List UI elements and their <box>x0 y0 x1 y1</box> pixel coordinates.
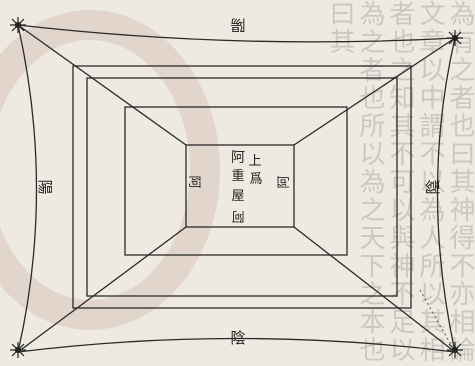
central-chamber <box>185 144 295 228</box>
label-center-left: 阿 <box>186 175 201 188</box>
label-center-top-mid: 上 <box>248 154 261 169</box>
ring-2 <box>72 65 412 309</box>
star-spark-icon <box>10 17 26 33</box>
star-spark-icon <box>447 30 463 46</box>
label-center-mid2: 重 <box>231 168 244 184</box>
rafter-tr <box>293 37 456 146</box>
label-center-right: 阿 <box>277 175 292 188</box>
rafter-bl <box>17 226 187 353</box>
label-bottom: 陰 <box>230 329 245 347</box>
label-center-bottom: 阿 <box>231 208 244 223</box>
label-right: 陰 <box>424 179 442 194</box>
dashed-marker <box>419 289 456 353</box>
rafter-br <box>293 226 456 353</box>
background-text: 為有之者也曰其神得不亦相論文章以中謂不以為人所以其相者也之知其不可以與神不足以為… <box>325 0 475 364</box>
label-left: 陽 <box>36 179 54 194</box>
rafter-tl <box>17 24 187 146</box>
star-spark-icon <box>447 342 463 358</box>
ring-3 <box>86 77 398 297</box>
ring-4 <box>124 106 348 256</box>
label-center-mid1: 爲 <box>249 172 262 187</box>
star-spark-icon <box>10 342 26 358</box>
label-center-top-left: 阿 <box>231 150 245 166</box>
label-center-mid3: 屋 <box>231 189 244 204</box>
label-top: 陽 <box>230 16 245 34</box>
